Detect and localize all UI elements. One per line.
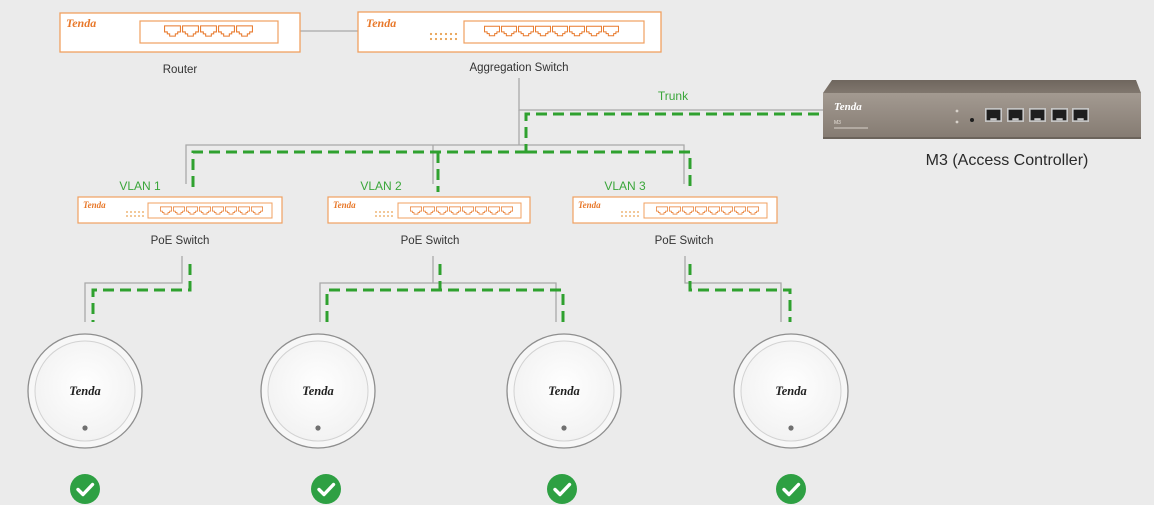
poe-switch-2: Tenda PoE Switch (327, 196, 531, 247)
router-brand-logo: Tenda (66, 16, 96, 30)
led-dots-icon (126, 211, 144, 217)
wire-aggregation-tree (185, 110, 685, 184)
wire-poe1-ap1 (84, 256, 183, 322)
trunk-label: Trunk (658, 89, 689, 103)
ap3-brand-logo: Tenda (548, 384, 580, 398)
link-vlan-tree (191, 150, 692, 192)
link-poe2-aps (325, 264, 565, 322)
led-dots-icon (429, 32, 458, 41)
check-circle-icon (547, 474, 577, 504)
router-label: Router (163, 64, 198, 76)
router-device: Tenda Router (59, 12, 301, 76)
ap1-brand-logo: Tenda (69, 384, 101, 398)
access-controller-device: Tenda M3 M3 (Access Controller) (823, 80, 1141, 169)
ap2-brand-logo: Tenda (302, 384, 334, 398)
link-trunk (524, 112, 836, 152)
check-circle-icon (70, 474, 100, 504)
check-circle-icon (311, 474, 341, 504)
access-point-2: Tenda (260, 333, 376, 449)
link-poe3-ap4 (688, 264, 792, 322)
controller-model-mark: M3 (834, 120, 841, 126)
led-dots-icon (375, 211, 393, 217)
vlan-links (91, 112, 836, 322)
check-circle-icon (776, 474, 806, 504)
access-point-4: Tenda (733, 333, 849, 449)
aggregation-label: Aggregation Switch (469, 62, 568, 74)
aggregation-brand-logo: Tenda (366, 16, 396, 30)
vlan2-label: VLAN 2 (360, 179, 402, 193)
poe-switch-1: Tenda PoE Switch (77, 196, 283, 247)
vlan3-label: VLAN 3 (604, 179, 646, 193)
controller-brand-logo: Tenda (834, 101, 862, 113)
wire-poe2-aps (319, 256, 557, 322)
poe3-label: PoE Switch (655, 235, 714, 247)
ap4-brand-logo: Tenda (775, 384, 807, 398)
vlan1-label: VLAN 1 (119, 179, 161, 193)
poe1-brand-logo: Tenda (83, 200, 106, 210)
poe-switch-3: Tenda PoE Switch (572, 196, 778, 247)
poe2-brand-logo: Tenda (333, 200, 356, 210)
ethernet-port-icon (985, 108, 1089, 122)
wire-poe3-ap4 (684, 256, 782, 322)
poe1-label: PoE Switch (151, 235, 210, 247)
controller-label: M3 (Access Controller) (926, 152, 1089, 169)
access-point-3: Tenda (506, 333, 622, 449)
poe2-label: PoE Switch (401, 235, 460, 247)
led-dots-icon (621, 211, 639, 217)
link-poe1-ap1 (91, 264, 192, 322)
access-point-1: Tenda (27, 333, 143, 449)
gray-wires (84, 30, 836, 322)
poe3-brand-logo: Tenda (578, 200, 601, 210)
aggregation-switch-device: Tenda Aggregation Switch (357, 11, 662, 74)
